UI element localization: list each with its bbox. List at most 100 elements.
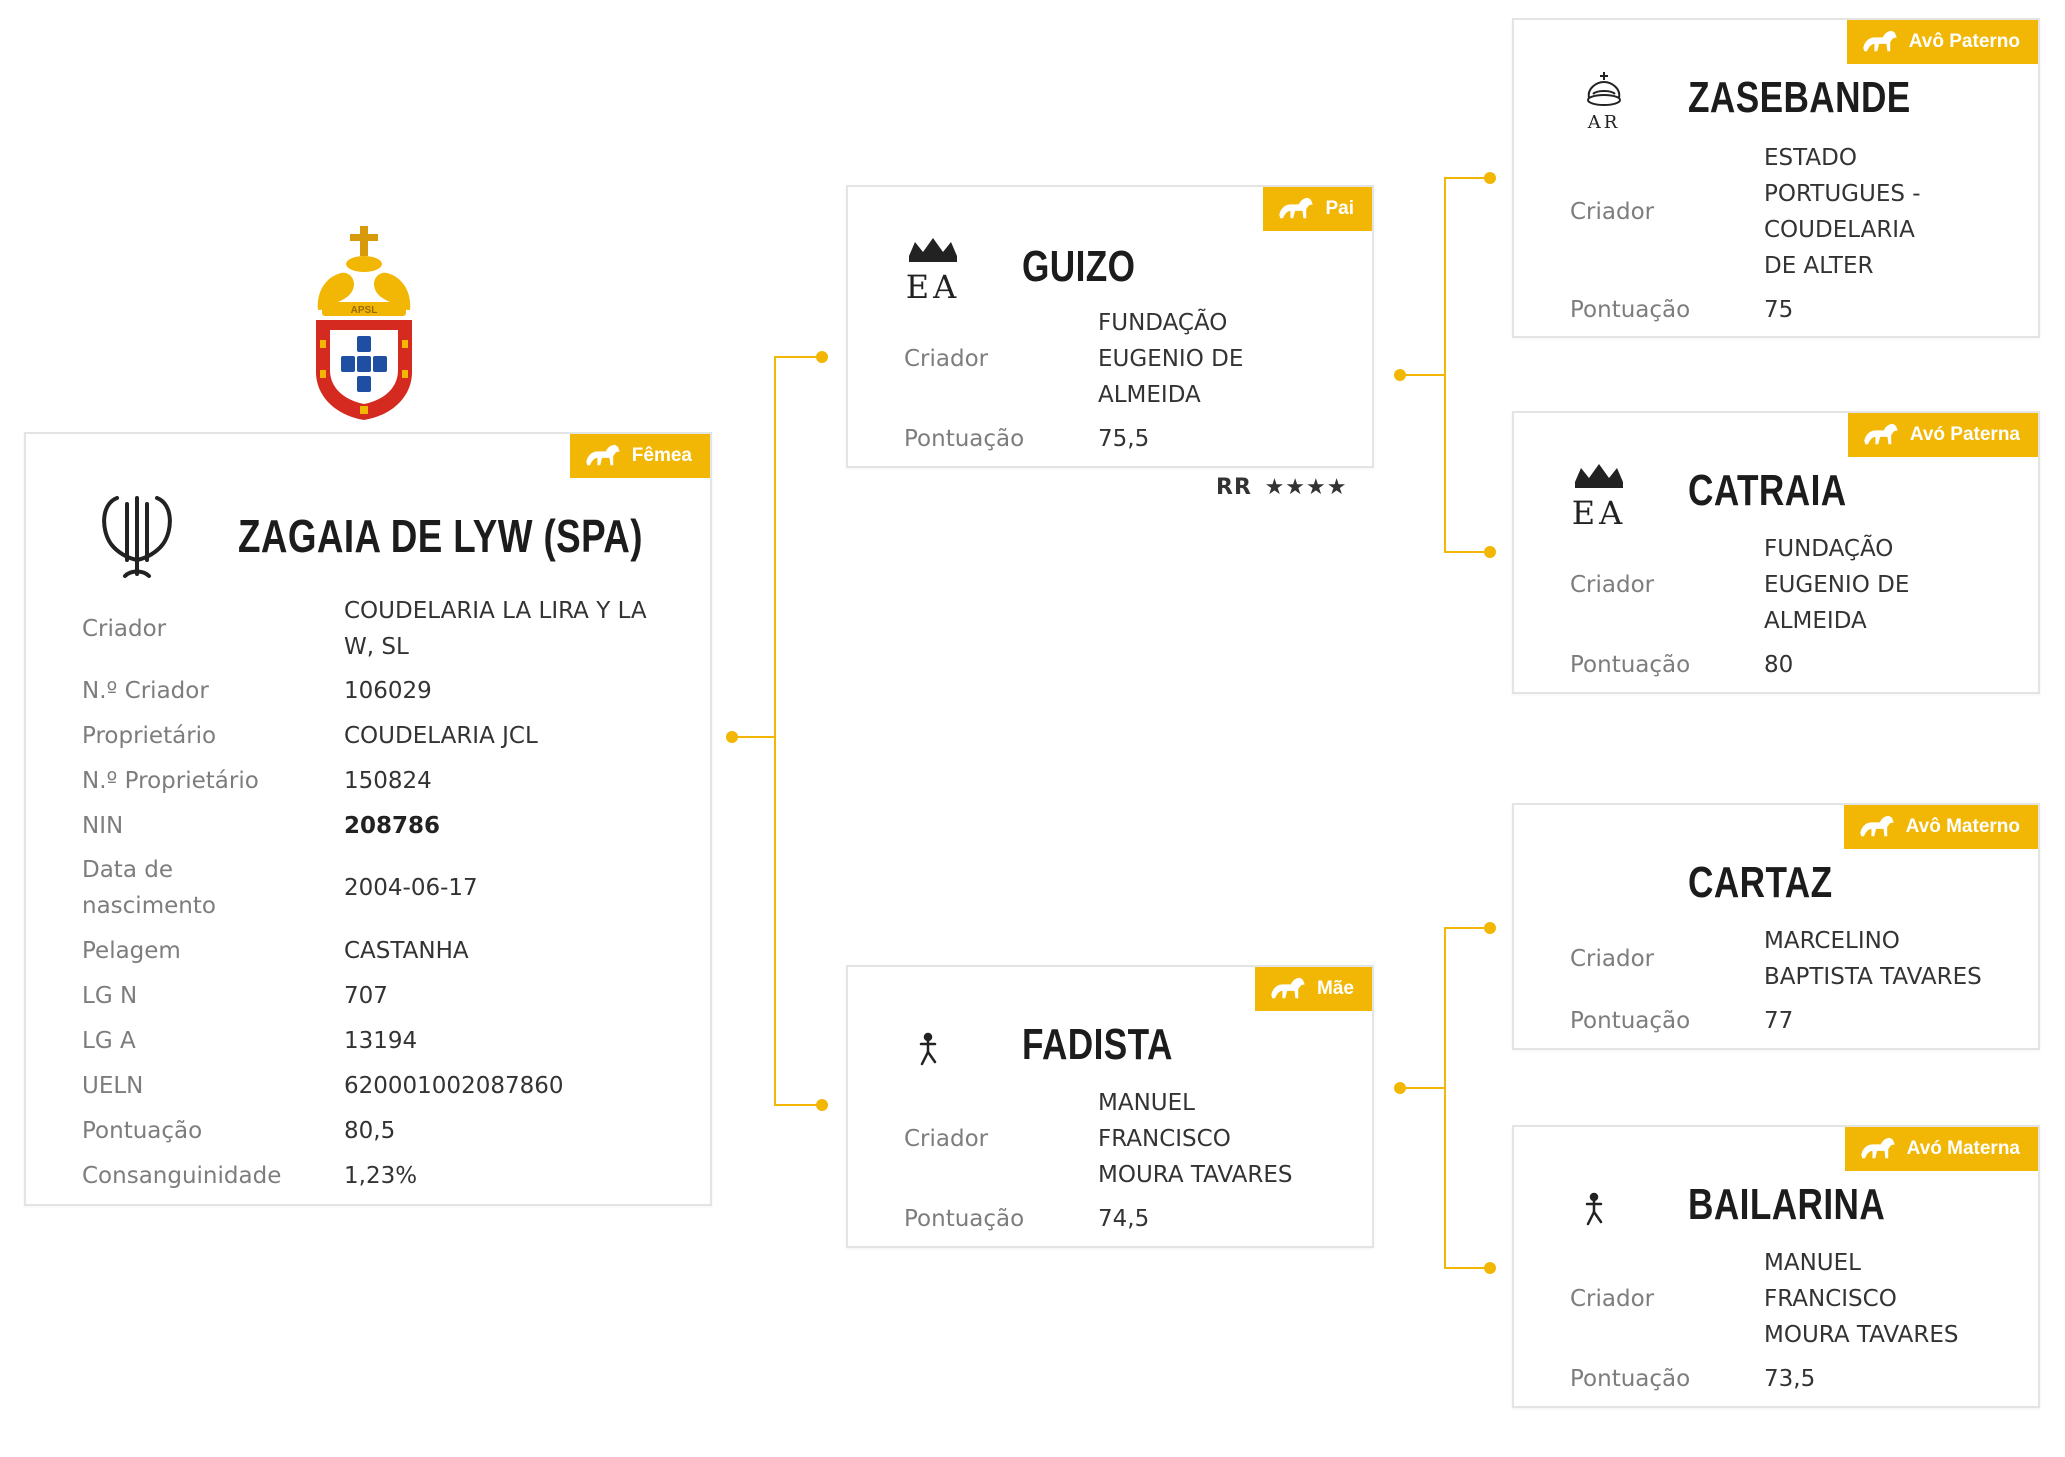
detail-row-criador: Criador COUDELARIA LA LIRA Y LA W, SL (82, 590, 682, 668)
dam-card[interactable]: Mãe FADISTA Criador MANUEL FRANCISCO MOU… (846, 965, 1374, 1248)
horse-icon (1859, 815, 1894, 837)
score-label: Pontuação (1570, 652, 1691, 678)
detail-row-lg-n: LG N 707 (82, 973, 682, 1018)
detail-row-n-criador: N.º Criador 106029 (82, 668, 682, 713)
dam-breeder-row: Criador MANUEL FRANCISCO MOURA TAVARES (904, 1085, 1344, 1193)
logo-text: APSL (351, 305, 378, 316)
dam-name: FADISTA (1022, 1020, 1173, 1069)
sire-score-row: Pontuação 75,5 (904, 421, 1344, 457)
score-label: Pontuação (1570, 1366, 1691, 1392)
detail-value: 1,23% (344, 1162, 418, 1189)
horse-icon (1279, 197, 1314, 219)
apsl-coat-of-arms-icon: APSL (316, 226, 412, 420)
score-label: Pontuação (1570, 1008, 1691, 1034)
pgs-score-row: Pontuação 75 (1570, 292, 2010, 328)
detail-label: N.º Criador (82, 677, 209, 704)
maternal-grandsire-card[interactable]: Avô Materno CARTAZ Criador MARCELINO BAP… (1512, 803, 2040, 1050)
brand-text: EA (906, 268, 960, 302)
detail-row-proprietario: Proprietário COUDELARIA JCL (82, 713, 682, 758)
detail-value: 2004-06-17 (344, 875, 478, 901)
detail-label: Proprietário (82, 722, 217, 749)
dam-badge-label: Mãe (1317, 978, 1354, 999)
detail-label: LG N (82, 982, 138, 1009)
dam-details: Criador MANUEL FRANCISCO MOURA TAVARES P… (904, 1085, 1344, 1237)
brand-text: AR (1587, 112, 1621, 133)
paternal-granddam-card[interactable]: Avó Paterna EA CATRAIA Criador FUNDAÇÃO … (1512, 411, 2040, 694)
subject-name: ZAGAIA DE LYW (SPA) (238, 510, 643, 562)
score-label: Pontuação (1570, 297, 1691, 323)
sire-badge-label: Pai (1325, 198, 1354, 219)
breeder-label: Criador (1570, 1286, 1655, 1312)
mgs-badge-label: Avô Materno (1905, 816, 2020, 837)
detail-label: N.º Proprietário (82, 767, 259, 794)
pgs-details: Criador ESTADO PORTUGUES - COUDELARIA DE… (1570, 140, 2010, 328)
pgs-breeder-row: Criador ESTADO PORTUGUES - COUDELARIA DE… (1570, 140, 2010, 284)
apsl-logo: APSL (308, 222, 420, 422)
crown-ar-brand-icon: AR (1587, 72, 1621, 133)
sire-breeder-row: Criador FUNDAÇÃO EUGENIO DE ALMEIDA (904, 305, 1344, 413)
subject-details: Criador COUDELARIA LA LIRA Y LA W, SL N.… (82, 590, 682, 1198)
detail-value: 208786 (344, 812, 441, 839)
mgs-breeder-row: Criador MARCELINO BAPTISTA TAVARES (1570, 923, 2010, 995)
sire-rating: RR ★★★★ (1216, 475, 1347, 500)
mgd-brand (1574, 1189, 1614, 1229)
sire-card[interactable]: Pai EA GUIZO Criador FUNDAÇÃO EUGENIO DE… (846, 185, 1374, 468)
pgd-badge: Avó Paterna (1847, 413, 2038, 457)
detail-value: 106029 (344, 677, 432, 704)
lyre-brand-icon (102, 496, 172, 578)
detail-row-n-proprietario: N.º Proprietário 150824 (82, 758, 682, 803)
figure-brand-icon (1585, 1192, 1603, 1226)
detail-row-pontuacao: Pontuação 80,5 (82, 1108, 682, 1153)
detail-value: COUDELARIA JCL (344, 722, 538, 749)
crown-ea-brand-icon: EA (1572, 464, 1626, 528)
detail-label: Consanguinidade (82, 1162, 282, 1189)
detail-value: COUDELARIA LA LIRA Y LA W, SL (344, 598, 647, 660)
mgs-name: CARTAZ (1688, 858, 1833, 907)
score-value: 73,5 (1764, 1366, 1816, 1392)
detail-row-data-nascimento: Data de nascimento 2004-06-17 (82, 848, 682, 928)
sire-badge: Pai (1263, 187, 1372, 231)
mgs-score-row: Pontuação 77 (1570, 1003, 2010, 1039)
pgs-badge-label: Avô Paterno (1908, 31, 2020, 52)
detail-row-consanguinidade: Consanguinidade 1,23% (82, 1153, 682, 1198)
detail-value: 13194 (344, 1027, 418, 1054)
breeder-value: FUNDAÇÃO EUGENIO DE ALMEIDA (1098, 310, 1244, 408)
breeder-label: Criador (1570, 199, 1655, 225)
detail-row-pelagem: Pelagem CASTANHA (82, 928, 682, 973)
dam-brand (908, 1029, 948, 1069)
detail-row-nin: NIN 208786 (82, 803, 682, 848)
score-value: 77 (1764, 1008, 1794, 1034)
score-value: 75,5 (1098, 426, 1150, 452)
rating-label: RR (1216, 475, 1252, 500)
sire-brand: EA (898, 231, 968, 303)
paternal-grandsire-card[interactable]: Avô Paterno AR ZASEBANDE Criador ESTADO … (1512, 18, 2040, 338)
pgd-badge-label: Avó Paterna (1909, 424, 2020, 445)
detail-value: 707 (344, 982, 388, 1009)
breeder-value: MANUEL FRANCISCO MOURA TAVARES (1764, 1250, 1959, 1348)
pgs-badge: Avô Paterno (1846, 20, 2038, 64)
mgd-badge-label: Avó Materna (1906, 1138, 2020, 1159)
sire-details: Criador FUNDAÇÃO EUGENIO DE ALMEIDA Pont… (904, 305, 1344, 457)
brand-text: EA (1572, 494, 1626, 528)
detail-value: 620001002087860 (344, 1072, 564, 1099)
detail-label: Data de nascimento (82, 857, 216, 919)
figure-brand-icon (919, 1032, 937, 1066)
horse-icon (1271, 977, 1305, 999)
pgd-name: CATRAIA (1688, 466, 1847, 515)
pgd-brand: EA (1564, 457, 1634, 529)
detail-row-lg-a: LG A 13194 (82, 1018, 682, 1063)
horse-icon (1860, 1137, 1895, 1159)
detail-value: CASTANHA (344, 937, 469, 964)
pgs-brand: AR (1574, 64, 1634, 138)
breeder-value: ESTADO PORTUGUES - COUDELARIA DE ALTER (1764, 145, 1921, 279)
detail-label: Criador (82, 616, 167, 642)
crown-ea-brand-icon: EA (906, 238, 960, 302)
mgs-badge: Avô Materno (1843, 805, 2038, 849)
breeder-value: MARCELINO BAPTISTA TAVARES (1764, 928, 1982, 990)
detail-value: 150824 (344, 767, 432, 794)
dam-score-row: Pontuação 74,5 (904, 1201, 1344, 1237)
maternal-granddam-card[interactable]: Avó Materna BAILARINA Criador MANUEL FRA… (1512, 1125, 2040, 1408)
subject-card[interactable]: Fêmea ZAGAIA DE LYW (SPA) Criador COUDEL… (24, 432, 712, 1206)
detail-label: UELN (82, 1072, 144, 1099)
